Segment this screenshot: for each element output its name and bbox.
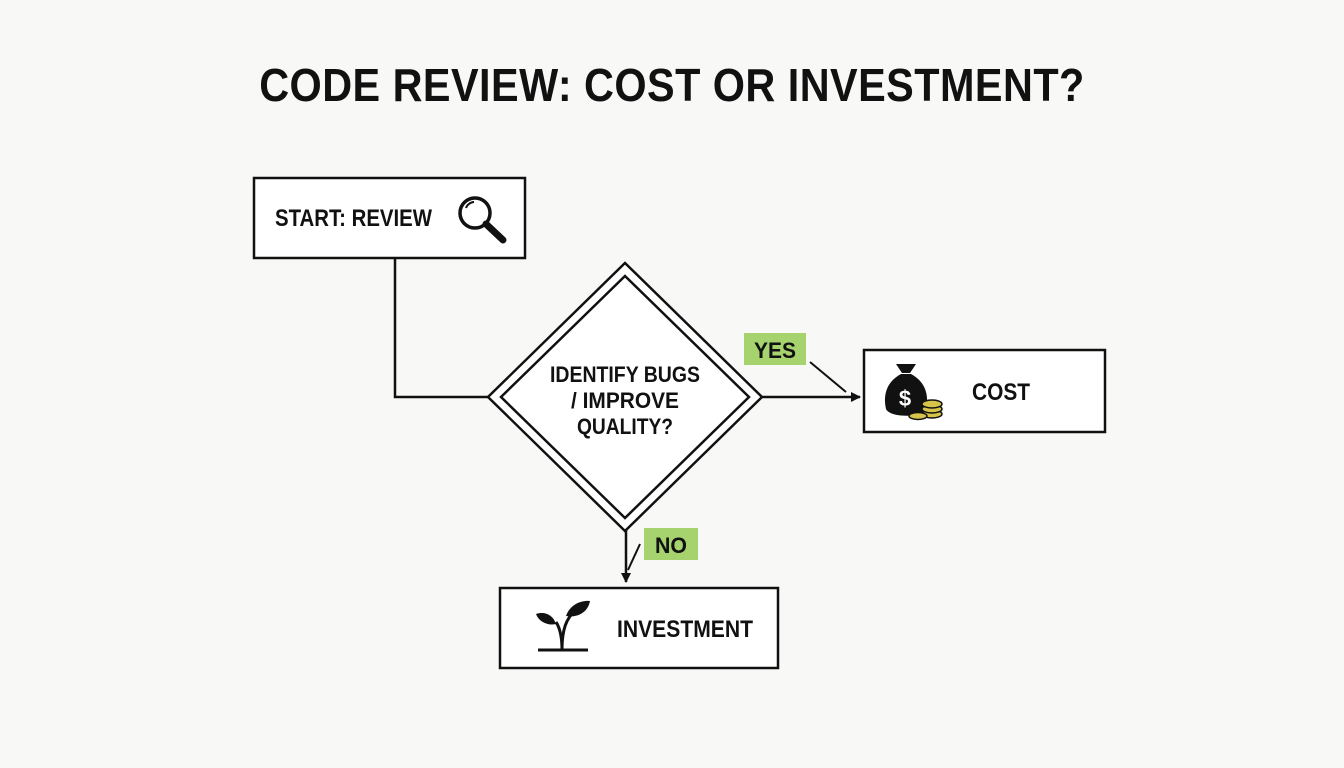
sprout-icon bbox=[536, 600, 590, 652]
yes-label: YES bbox=[754, 338, 796, 363]
no-label: NO bbox=[655, 533, 687, 558]
cost-node: $ COST bbox=[862, 348, 1107, 434]
svg-text:$: $ bbox=[899, 386, 911, 411]
decision-label-line-2: / IMPROVE bbox=[571, 388, 679, 413]
investment-node: INVESTMENT bbox=[498, 586, 780, 670]
yes-badge: YES bbox=[744, 333, 806, 365]
no-badge: NO bbox=[644, 528, 698, 560]
start-node: START: REVIEW bbox=[252, 176, 527, 260]
diagram-title: CODE REVIEW: COST OR INVESTMENT? bbox=[259, 59, 1085, 111]
decision-label-line-1: IDENTIFY BUGS bbox=[550, 362, 700, 387]
decision-label-line-3: QUALITY? bbox=[577, 414, 673, 439]
decision-node: IDENTIFY BUGS / IMPROVE QUALITY? bbox=[486, 261, 764, 533]
magnifying-glass-icon bbox=[458, 196, 507, 244]
connector-start-to-decision bbox=[393, 258, 490, 399]
investment-node-label: INVESTMENT bbox=[617, 616, 753, 643]
yes-label-pointer bbox=[809, 361, 847, 393]
money-bag-icon: $ bbox=[884, 364, 943, 421]
start-node-label: START: REVIEW bbox=[275, 205, 432, 232]
no-label-pointer bbox=[627, 543, 641, 571]
cost-node-label: COST bbox=[972, 379, 1030, 406]
